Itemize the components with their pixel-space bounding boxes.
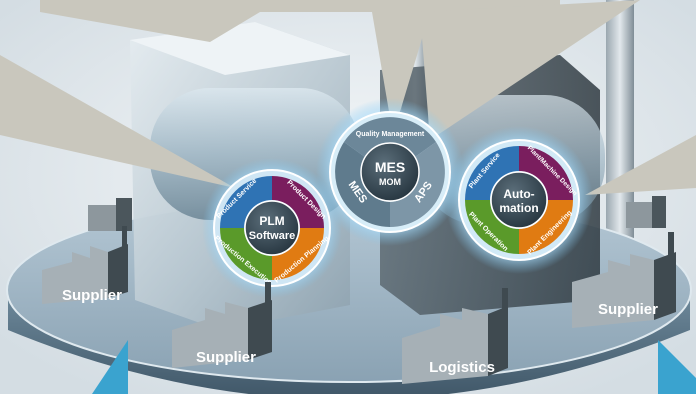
mes-center-bottom: MOM [379,177,401,187]
supplier-center-label: Supplier [196,349,256,366]
logistics-label: Logistics [429,359,495,376]
plm-segment-design[interactable] [272,176,324,228]
building-right-back [626,196,666,228]
mes-segment-mes[interactable] [335,142,390,227]
building-supplier-left: Supplier [42,226,128,304]
wheel-mes: MES MOM Quality Management APS MES [316,98,464,246]
mes-segment-quality[interactable] [344,117,436,157]
building-supplier-center: Supplier [172,282,272,368]
callout-right-top [420,0,640,140]
plm-segment-execution[interactable] [220,228,272,280]
auto-segment-design[interactable] [519,146,573,200]
callout-right [585,135,696,195]
plm-center-bottom: Software [249,230,295,242]
wheel-automation: Auto- mation Plant Service Plant/Machine… [445,126,593,274]
auto-segment-operation[interactable] [465,200,519,254]
callout-left [0,55,235,188]
auto-segment-engineering[interactable] [519,200,573,254]
mes-label-quality: Quality Management [356,131,425,138]
building-logistics: Logistics [402,288,508,384]
arrow-corner-left [92,340,128,394]
auto-segment-service[interactable] [465,146,519,200]
supplier-left-label: Supplier [62,287,122,304]
auto-center-bottom: mation [499,201,538,215]
plm-hub [244,200,300,256]
mes-segment-aps[interactable] [390,142,445,227]
building-left-back [88,198,132,231]
plm-segment-service[interactable] [220,176,272,228]
mes-hub [360,142,420,202]
auto-center-top: Auto- [503,187,534,201]
callout-mes [372,12,430,135]
supplier-right-label: Supplier [598,301,658,318]
wheel-plm: PLM Software Product Service Product Des… [202,158,342,298]
plm-segment-planning[interactable] [272,228,324,280]
arrow-corner-right [658,340,696,394]
callout-top-left [40,0,560,42]
building-supplier-right: Supplier [572,232,676,328]
mes-center-top: MES [375,159,405,175]
plm-center-top: PLM [259,214,284,228]
auto-hub [490,171,548,229]
